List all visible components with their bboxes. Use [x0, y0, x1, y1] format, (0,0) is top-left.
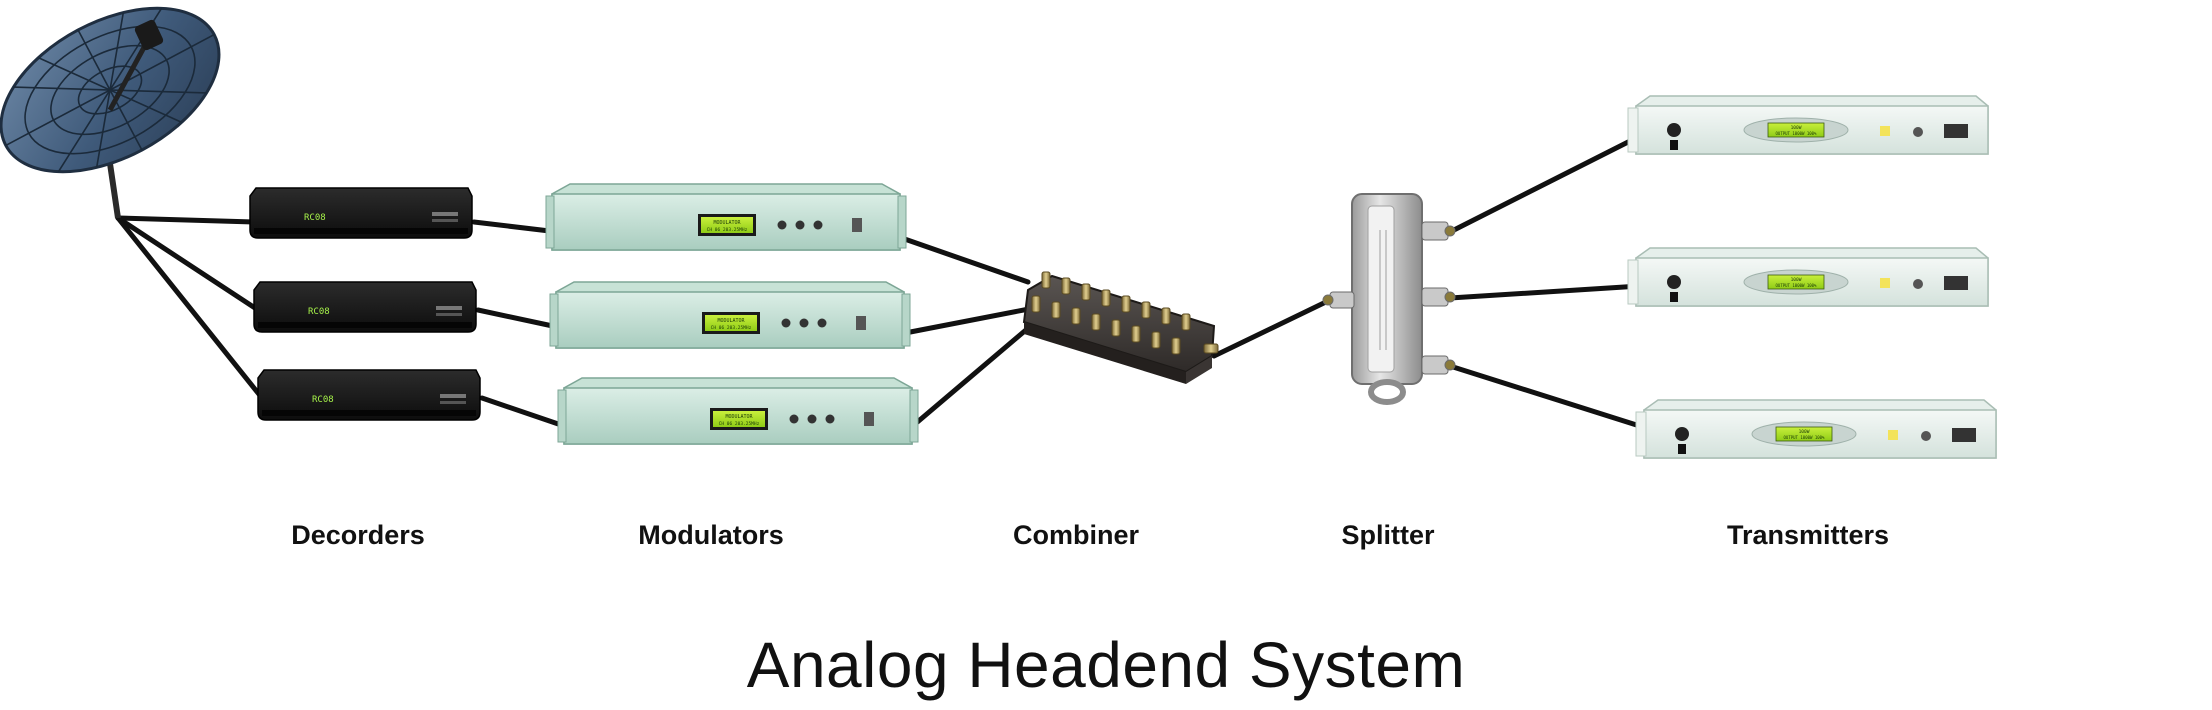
transmitter-display-line2: OUTPUT 1000W 100%	[1776, 283, 1818, 288]
transmitter-display-line2: OUTPUT 1000W 100%	[1784, 435, 1826, 440]
modulator-1: MODULATOR CH 06 203.25MHz	[545, 183, 907, 251]
modulator-display-line2: CH 06 203.25MHz	[711, 325, 752, 331]
decoder-1: RC08	[249, 187, 473, 239]
label-combiner: Combiner	[1012, 520, 1139, 550]
transmitter-display-line1: 100W	[1791, 125, 1802, 131]
cable-modulator-combiner-3	[905, 315, 1043, 433]
transmitter-display-line1: 100W	[1799, 429, 1810, 435]
cable-modulator-combiner-1	[893, 233, 1031, 285]
modulator-2: MODULATOR CH 06 203.25MHz	[549, 281, 911, 349]
modulator-display-line1: MODULATOR	[717, 318, 745, 324]
label-splitter: Splitter	[1341, 520, 1435, 550]
decoder-2: RC08	[253, 281, 477, 333]
splitter-ports	[1322, 221, 1456, 375]
cable-splitter-transmitter-3	[1447, 363, 1649, 431]
cable-splitter-transmitter-1	[1447, 133, 1643, 235]
cable-splitter-transmitter-2	[1447, 283, 1643, 301]
satellite-dish	[0, 6, 221, 219]
decoder-display: RC08	[304, 213, 326, 223]
transmitters: 100W OUTPUT 1000W 100% 100W OUTPUT 1000W…	[1627, 95, 1997, 459]
decoder-3: RC08	[257, 369, 481, 421]
splitter	[1322, 193, 1456, 405]
modulator-3: MODULATOR CH 06 203.25MHz	[557, 377, 919, 445]
label-transmitters: Transmitters	[1726, 520, 1890, 550]
modulator-display-line1: MODULATOR	[713, 220, 741, 226]
modulator-display-line1: MODULATOR	[725, 414, 753, 420]
cable-decoder-modulator-1	[471, 219, 561, 235]
cable-dish-decoder-3	[115, 215, 265, 401]
cable-decoder-modulator-2	[475, 307, 565, 331]
transmitter-display-line1: 100W	[1791, 277, 1802, 283]
modulator-display-line2: CH 06 203.25MHz	[707, 227, 748, 233]
cables	[115, 133, 1649, 433]
cable-modulator-combiner-2	[897, 305, 1037, 337]
decoders: RC08 RC08 RC08	[249, 187, 481, 421]
label-decoders: Decorders	[291, 520, 425, 550]
cable-decoder-modulator-3	[479, 395, 573, 431]
transmitter-3: 100W OUTPUT 1000W 100%	[1635, 399, 1997, 459]
cable-dish-decoder-2	[115, 215, 261, 313]
cable-dish-decoder-1	[115, 215, 257, 225]
combiner-ports	[1031, 271, 1219, 355]
transmitter-1: 100W OUTPUT 1000W 100%	[1627, 95, 1989, 155]
decoder-display: RC08	[308, 307, 330, 317]
modulator-display-line2: CH 06 203.25MHz	[719, 421, 760, 427]
transmitter-display-line2: OUTPUT 1000W 100%	[1776, 131, 1818, 136]
diagram-title: Analog Headend System	[746, 629, 1466, 701]
label-modulators: Modulators	[638, 520, 784, 550]
modulators: MODULATOR CH 06 203.25MHz MODULATOR CH 0…	[545, 183, 919, 445]
cable-combiner-splitter	[1211, 297, 1333, 359]
transmitter-2: 100W OUTPUT 1000W 100%	[1627, 247, 1989, 307]
combiner	[1022, 271, 1219, 384]
decoder-display: RC08	[312, 395, 334, 405]
